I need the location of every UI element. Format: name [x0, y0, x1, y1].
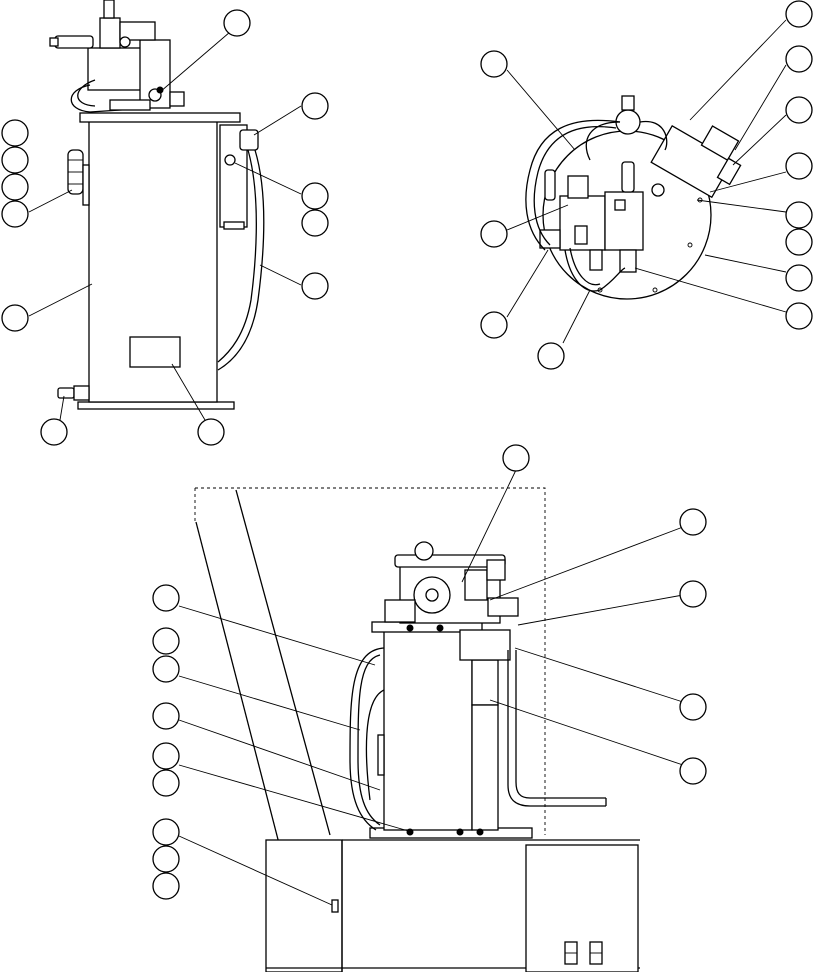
envelope-outline: [195, 487, 546, 835]
callout-bubble: [152, 872, 180, 900]
callout-bubble: [679, 693, 707, 721]
tank-body: [383, 629, 473, 831]
callout-bubble: [785, 45, 813, 73]
callout-bubble: [223, 9, 251, 37]
drain-plug: [57, 387, 75, 399]
callout-bubble: [197, 418, 225, 446]
callout-bubble: [785, 302, 813, 330]
callout-bubble: [152, 742, 180, 770]
callout-bubble: [480, 50, 508, 78]
installed-view: [152, 444, 707, 972]
callout-bubble: [152, 655, 180, 683]
callout-bubble: [301, 209, 329, 237]
callout-bubble: [785, 152, 813, 180]
side-view: [1, 0, 329, 446]
callout-bubble: [152, 845, 180, 873]
callout-bubble: [1, 200, 29, 228]
callout-bubble: [152, 584, 180, 612]
callout-bubble: [537, 342, 565, 370]
callout-bubble: [152, 818, 180, 846]
callout-bubble: [785, 96, 813, 124]
frame-panel: [265, 839, 343, 972]
tank-base-plate: [77, 401, 235, 410]
callout-bubble: [679, 508, 707, 536]
tank-top-flange: [79, 112, 241, 123]
label-plate: [129, 336, 181, 368]
callout-bubble: [1, 119, 29, 147]
callout-bubble: [785, 0, 813, 28]
valve-block: [87, 47, 144, 91]
callout-bubble: [480, 220, 508, 248]
frame-block: [525, 844, 639, 972]
callout-bubble: [679, 580, 707, 608]
return-hose: [217, 149, 265, 371]
callout-bubble: [152, 702, 180, 730]
callout-bubble: [301, 92, 329, 120]
callout-bubble: [785, 264, 813, 292]
callout-bubble: [480, 311, 508, 339]
callout-bubble: [679, 757, 707, 785]
callout-bubble: [152, 769, 180, 797]
callout-bubble: [40, 418, 68, 446]
callout-bubble: [502, 444, 530, 472]
callout-bubble: [785, 228, 813, 256]
callout-bubble: [1, 304, 29, 332]
callout-bubble: [1, 173, 29, 201]
callout-bubble: [414, 541, 434, 561]
top-view: [480, 0, 813, 370]
callout-bubble: [152, 627, 180, 655]
callout-bubble: [785, 201, 813, 229]
callout-bubble: [301, 182, 329, 210]
callout-bubble: [1, 146, 29, 174]
callout-bubble: [301, 272, 329, 300]
filter-canister: [471, 659, 499, 706]
